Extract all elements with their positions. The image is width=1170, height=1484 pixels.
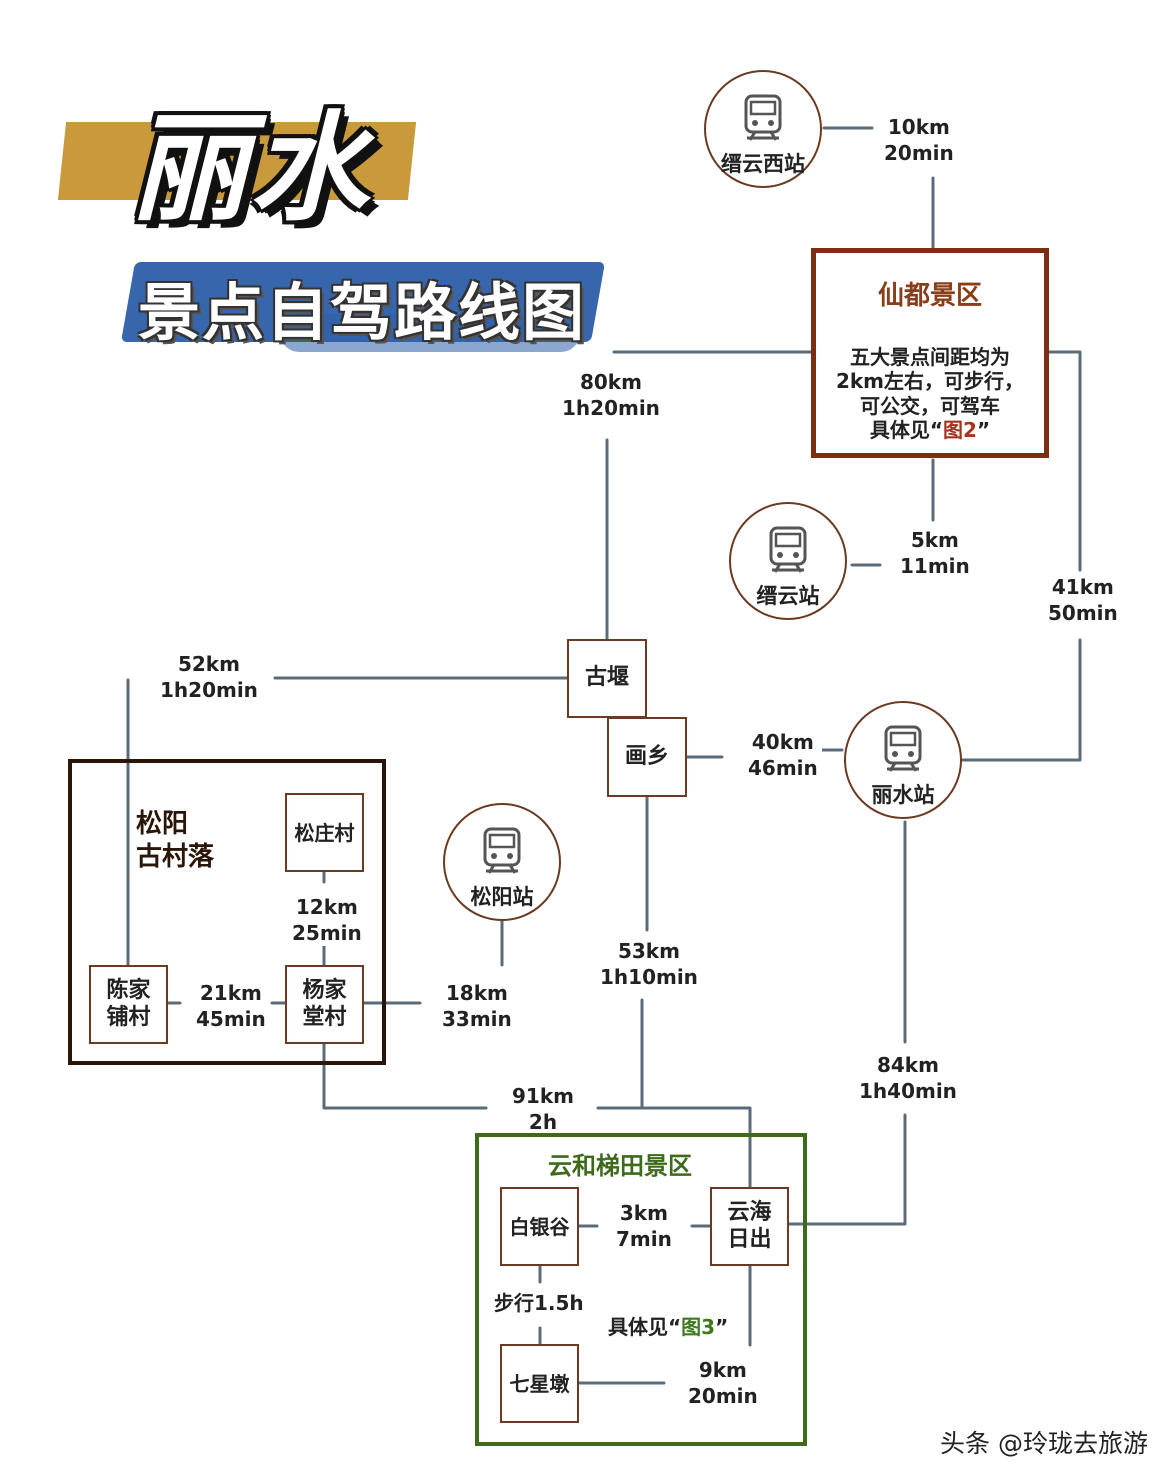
line-xiandu-jinyun xyxy=(850,458,935,567)
train-icon xyxy=(884,725,922,772)
train-icon xyxy=(483,827,521,874)
station-name: 缙云西站 xyxy=(721,152,805,176)
place-yunhai: 云海日出 xyxy=(710,1187,789,1266)
place-baiyin: 白银谷 xyxy=(500,1187,579,1266)
page-title: 丽水 xyxy=(130,99,371,237)
station-name: 缙云站 xyxy=(756,584,820,608)
station-name: 丽水站 xyxy=(871,783,935,807)
train-icon xyxy=(744,94,782,141)
desc-line: 五大景点间距均为 xyxy=(850,345,1010,369)
route-baiyin-qixing: 步行1.5h xyxy=(490,1290,588,1316)
page-subtitle: 景点自驾路线图 xyxy=(138,276,587,349)
station-name: 松阳站 xyxy=(470,885,534,909)
line-jinyunxi-xiandu xyxy=(822,126,935,250)
line-yangjia-songyang xyxy=(362,918,504,1005)
station-lishui: 丽水站 xyxy=(844,701,962,819)
station-jinyunxi: 缙云西站 xyxy=(704,70,822,188)
place-huaxiang: 画乡 xyxy=(607,717,687,797)
line-guyan-chenjia xyxy=(126,676,569,967)
area-yunhe xyxy=(475,1133,807,1446)
place-yangjia: 杨家堂村 xyxy=(285,965,364,1044)
area-yunhe-title: 云和梯田景区 xyxy=(548,1152,692,1180)
subtitle-banner-accent xyxy=(280,314,580,352)
watermark: 头条 @玲珑去旅游 xyxy=(940,1429,1148,1458)
desc-line: 可公交，可驾车 xyxy=(860,393,1000,418)
line-xiandu-guyan xyxy=(605,350,813,642)
place-guyan: 古堰 xyxy=(567,639,647,718)
area-yunhe-ref: 具体见“图3” xyxy=(608,1315,729,1339)
line-lishui-yunhe xyxy=(787,820,907,1226)
area-xiandu-title: 仙都景区 xyxy=(877,281,982,311)
place-chenjia: 陈家铺村 xyxy=(89,965,168,1044)
station-jinyun: 缙云站 xyxy=(729,502,847,620)
ref-link-fig2: 图2 xyxy=(943,418,977,443)
station-songyang: 松阳站 xyxy=(443,803,561,921)
line-qixing-yunhai xyxy=(577,1263,752,1385)
place-qixing: 七星墩 xyxy=(500,1344,579,1423)
ref-link-fig3: 图3 xyxy=(681,1315,716,1339)
line-xiandu-lishui xyxy=(960,350,1082,762)
desc-line: 2km左右，可步行， xyxy=(835,369,1025,394)
train-icon xyxy=(769,526,807,573)
desc-ref: 具体见“图2” xyxy=(869,418,991,443)
area-songyang xyxy=(68,759,386,1065)
place-songzhuang: 松庄村 xyxy=(285,793,364,872)
area-xiandu: 仙都景区 五大景点间距均为 2km左右，可步行， 可公交，可驾车 具体见“图2” xyxy=(811,248,1049,458)
area-xiandu-desc: 五大景点间距均为 2km左右，可步行， 可公交，可驾车 具体见“图2” xyxy=(824,345,1036,443)
area-songyang-title: 松阳 古村落 xyxy=(136,809,215,872)
